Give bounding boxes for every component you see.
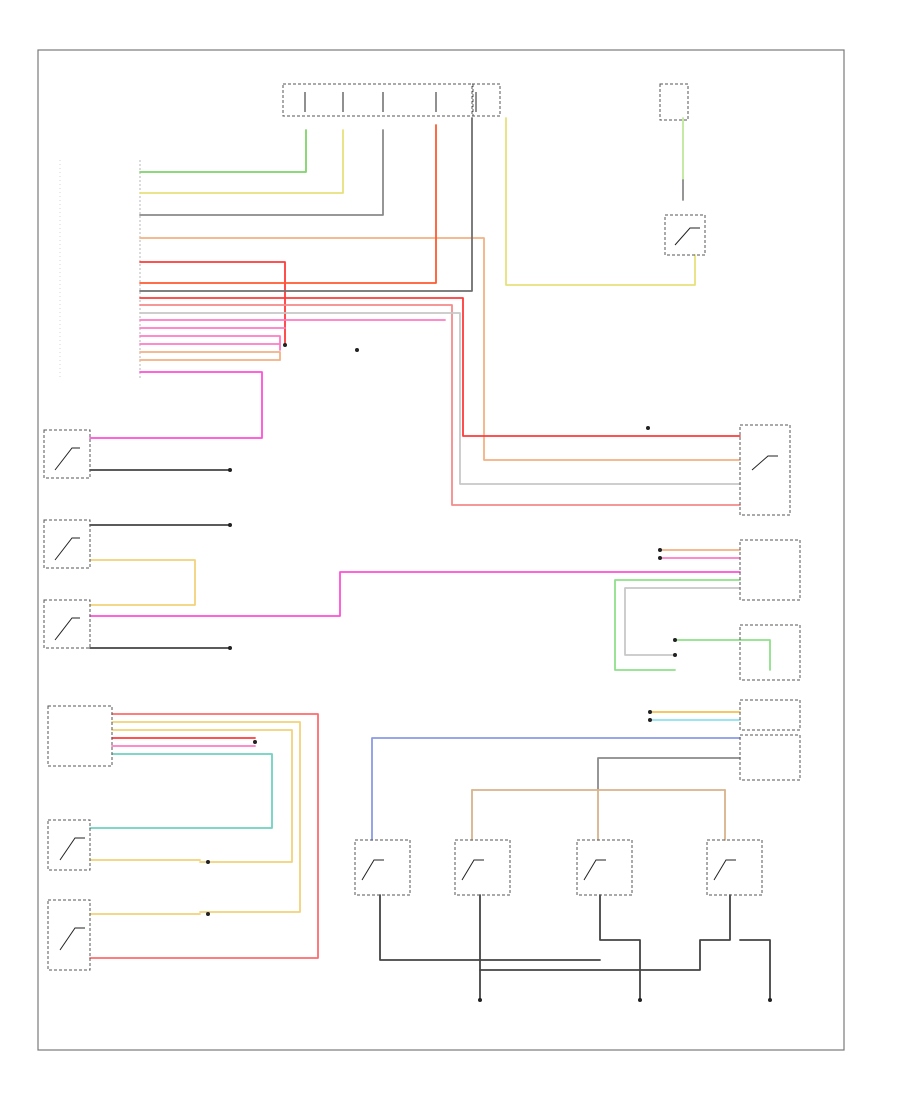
wire-red-3 — [139, 297, 741, 437]
right-box-2 — [739, 539, 801, 601]
wire-lightgray-1 — [139, 312, 741, 485]
switch-box-1 — [43, 429, 91, 479]
bottom-left-module — [47, 705, 113, 971]
wire-yellow-2 — [505, 117, 696, 286]
right-components — [664, 214, 801, 781]
wire-green-1 — [139, 129, 307, 173]
right-box-5 — [739, 734, 801, 781]
wire-orange-2 — [139, 351, 281, 361]
module-2 — [454, 839, 511, 896]
wire-lightgray-2 — [624, 587, 741, 656]
switch-box-5 — [47, 899, 91, 971]
wire-gold-4 — [111, 729, 293, 863]
fuse-group — [304, 92, 477, 112]
wire-teal-1 — [89, 753, 273, 829]
wire-red-4 — [89, 713, 319, 959]
wire-yellow-1 — [139, 129, 344, 194]
wire-pink-3 — [139, 335, 281, 351]
wire-red-2 — [139, 124, 437, 284]
wire-gray-1 — [139, 129, 384, 216]
wire-black-4 — [479, 894, 731, 971]
wire-red-1 — [139, 261, 286, 346]
top-fuse-panel — [282, 83, 689, 121]
bottom-switch-modules — [354, 839, 763, 896]
wire-green-4 — [674, 639, 771, 671]
wire-black-1 — [379, 894, 601, 961]
wire-gray-3 — [597, 757, 741, 791]
wire-blue-1 — [371, 737, 741, 841]
left-switches — [43, 429, 91, 649]
wires — [89, 117, 771, 1001]
wire-salmon-1 — [139, 304, 741, 506]
wire-black-3 — [599, 894, 641, 1001]
wire-magenta-2 — [89, 571, 741, 617]
main-module-connector — [59, 160, 141, 380]
right-box-3 — [739, 624, 801, 681]
right-box-1 — [739, 424, 791, 516]
module-3 — [576, 839, 633, 896]
module-4 — [706, 839, 763, 896]
wire-orange-1 — [139, 237, 741, 461]
switch-box-4 — [47, 819, 91, 871]
wire-gold-1 — [89, 559, 196, 606]
switch-box-3 — [43, 599, 91, 649]
diagram-frame — [37, 49, 845, 1051]
wire-darkgray-1 — [139, 117, 473, 292]
wire-magenta-1 — [89, 371, 263, 439]
ign-relay-switch — [664, 214, 706, 256]
right-box-4 — [739, 699, 801, 731]
switch-box-2 — [43, 519, 91, 569]
ign-relay-box — [659, 83, 689, 121]
wire-gold-3 — [111, 721, 301, 913]
connector-dots — [206, 343, 772, 1002]
wire-green-3 — [614, 579, 741, 671]
module-1 — [354, 839, 411, 896]
wire-black-5 — [739, 939, 771, 1001]
